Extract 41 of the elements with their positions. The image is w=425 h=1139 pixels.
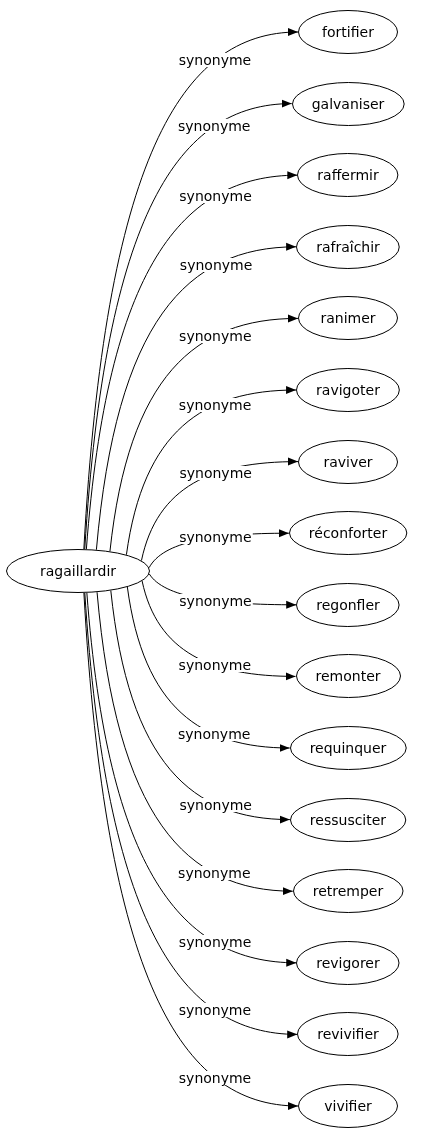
arrow bbox=[95, 243, 297, 551]
edge-label: synonyme bbox=[177, 866, 252, 881]
word-label: raffermir bbox=[316, 167, 380, 184]
edge-label: synonyme bbox=[178, 257, 254, 272]
word-label: regonfler bbox=[315, 596, 381, 613]
word-label: fortifier bbox=[321, 24, 375, 40]
arrow bbox=[96, 591, 294, 895]
word-label: réconforter bbox=[307, 525, 389, 542]
arrow bbox=[110, 590, 291, 824]
edge-label: synonyme bbox=[177, 658, 253, 673]
edge-label: synonyme bbox=[177, 1003, 253, 1018]
word-label: ragaillardir bbox=[38, 563, 118, 579]
word-label: ravigoter bbox=[315, 382, 381, 398]
word-label: revigorer bbox=[315, 954, 381, 971]
edge-label: synonyme bbox=[177, 397, 253, 412]
word-label: requinquer bbox=[308, 740, 388, 756]
edge-label: synonyme bbox=[177, 119, 252, 134]
word-label: remonter bbox=[314, 668, 382, 685]
edge-label: synonyme bbox=[178, 593, 253, 608]
word-label: revivifier bbox=[316, 1026, 380, 1043]
word-label: rafraîchir bbox=[315, 238, 381, 255]
edge-label: synonyme bbox=[178, 466, 253, 480]
edge-label: synonyme bbox=[176, 727, 252, 742]
arrow bbox=[83, 29, 299, 550]
word-label: raviver bbox=[322, 453, 374, 470]
arrow bbox=[86, 592, 297, 967]
arrow bbox=[84, 100, 293, 550]
edge-label: synonyme bbox=[178, 530, 253, 545]
edge-label: synonyme bbox=[177, 1070, 253, 1085]
edge-label: synonyme bbox=[178, 797, 253, 812]
word-label: galvaniser bbox=[310, 95, 386, 112]
word-label: ressusciter bbox=[308, 811, 388, 828]
edge-label: synonyme bbox=[177, 53, 253, 68]
arrow bbox=[85, 171, 298, 550]
edge-label: synonyme bbox=[178, 188, 253, 203]
edge-label: synonyme bbox=[178, 328, 253, 343]
edge-label: synonyme bbox=[177, 935, 253, 950]
word-label: retremper bbox=[311, 883, 385, 900]
arrow bbox=[109, 314, 299, 552]
word-label: vivifier bbox=[323, 1098, 373, 1114]
word-label: ranimer bbox=[319, 310, 377, 327]
